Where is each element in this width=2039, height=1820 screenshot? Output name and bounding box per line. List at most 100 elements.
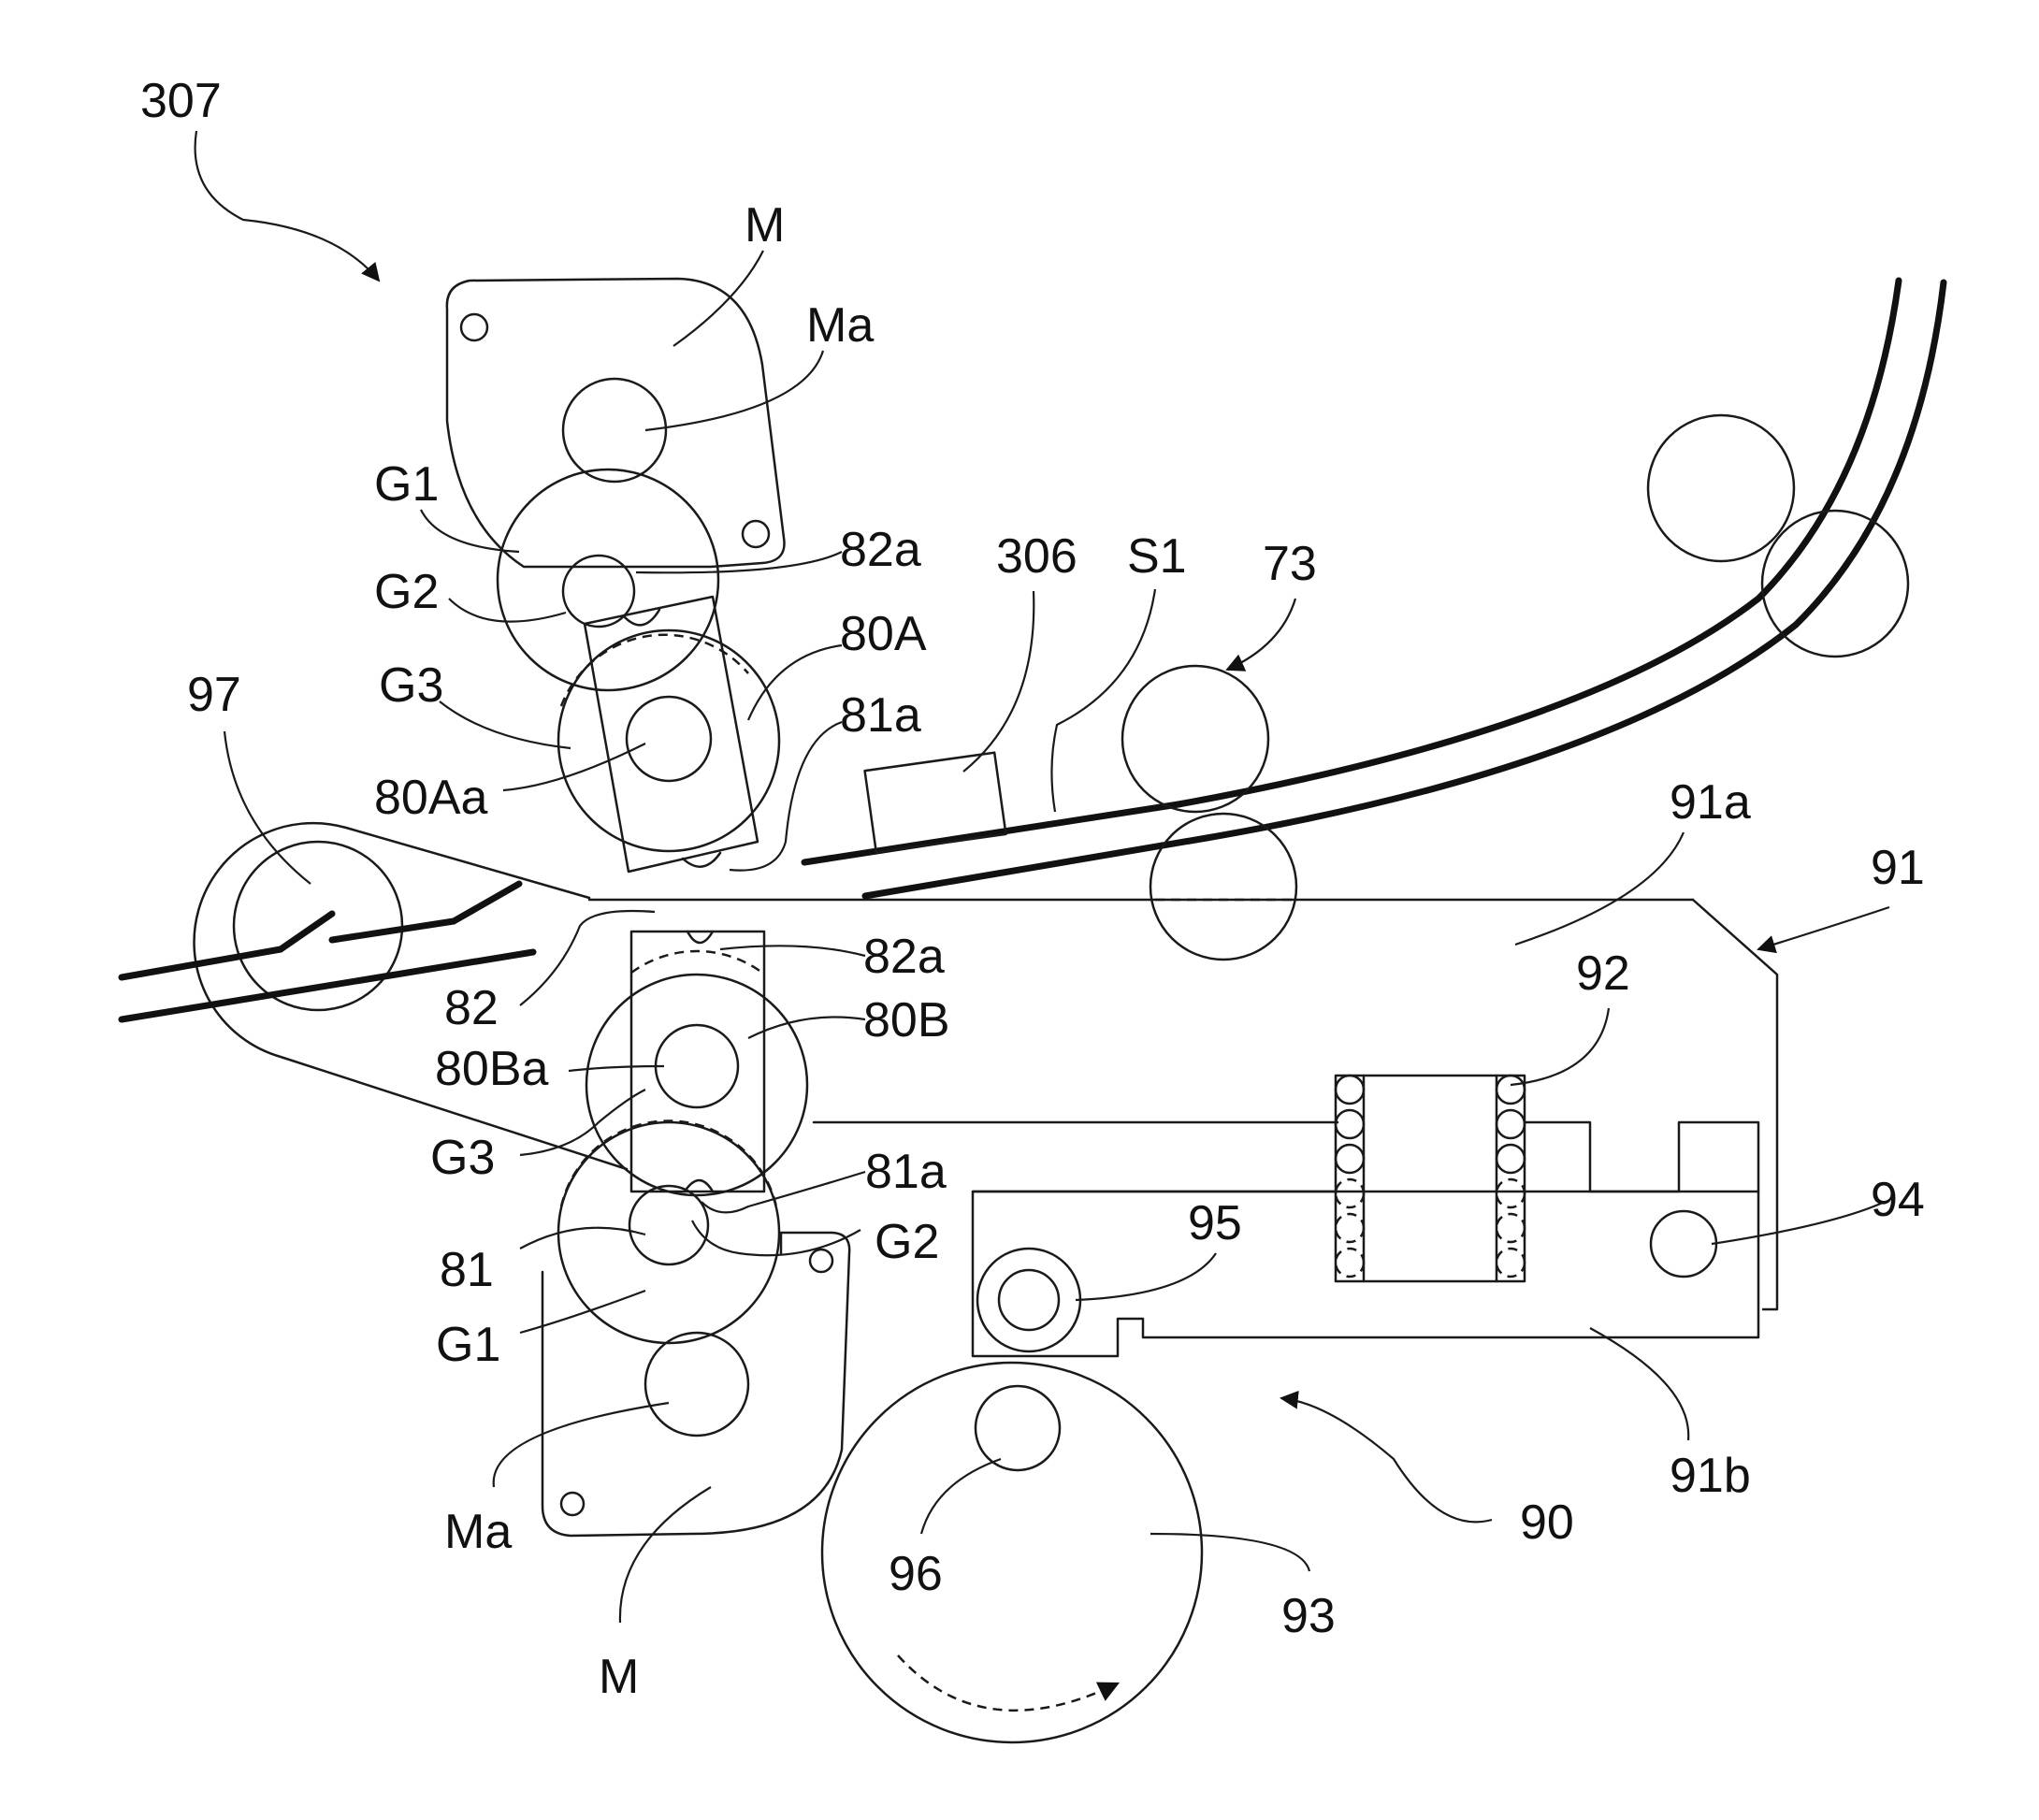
label-80aa: 80Aa	[374, 771, 488, 825]
leader-73	[1227, 599, 1295, 670]
upper-motor-unit	[447, 279, 785, 872]
leader-s1	[1051, 589, 1155, 812]
label-m-bot: M	[599, 1650, 639, 1704]
inlet-guide-top-tip	[281, 914, 332, 949]
label-g3-bot: G3	[430, 1131, 495, 1185]
spring-coil	[1497, 1179, 1525, 1207]
spring-coil	[1497, 1145, 1525, 1173]
leader-306	[963, 591, 1034, 772]
label-82a-bot: 82a	[863, 930, 945, 984]
lower-gear-g3	[586, 975, 807, 1195]
label-96: 96	[889, 1547, 943, 1601]
upper-motor-screw-hole	[461, 314, 487, 340]
label-95: 95	[1188, 1196, 1242, 1250]
upper-motor-screw-hole	[743, 521, 769, 547]
label-73: 73	[1263, 537, 1317, 591]
cam-93	[822, 1363, 1202, 1742]
label-m-top: M	[745, 198, 785, 253]
label-81a-bot: 81a	[865, 1145, 947, 1199]
leader-81	[520, 1228, 645, 1249]
label-91b: 91b	[1670, 1449, 1751, 1503]
label-82a-top: 82a	[840, 523, 921, 577]
lower-gear-g1-hidden-edge	[561, 1120, 776, 1206]
lower-holder-notch-81a	[685, 1180, 713, 1192]
spring-coil	[1497, 1110, 1525, 1138]
leader-80aa	[503, 744, 645, 790]
spring-coil	[1336, 1145, 1364, 1173]
leader-82a-top	[636, 552, 842, 572]
label-s1: S1	[1127, 529, 1187, 584]
leader-g1-top	[421, 510, 519, 552]
curved-path-inner	[1207, 282, 1944, 838]
label-g2-top: G2	[374, 565, 439, 619]
leader-95	[1076, 1253, 1216, 1300]
label-80b: 80B	[863, 993, 950, 1047]
label-g2-bot: G2	[875, 1215, 939, 1269]
label-g1-top: G1	[374, 457, 439, 512]
lower-motor-plate	[542, 1233, 849, 1536]
label-81: 81	[440, 1243, 494, 1297]
leader-82	[520, 911, 655, 1005]
leader-90	[1281, 1398, 1492, 1522]
leader-g1-bot	[520, 1291, 645, 1333]
leader-g3-top	[440, 701, 571, 748]
lower-motor-screw-hole	[810, 1249, 832, 1272]
leader-ma-top	[645, 351, 823, 430]
label-90: 90	[1520, 1495, 1574, 1550]
leader-91	[1758, 907, 1889, 949]
leader-307	[195, 131, 379, 281]
label-93: 93	[1281, 1589, 1336, 1643]
label-92: 92	[1576, 946, 1630, 1001]
lever-arm-91a	[1693, 900, 1777, 1309]
leader-g2-bot	[692, 1221, 860, 1255]
lever-arm-91-body	[814, 1122, 1758, 1356]
spring-coil	[1336, 1076, 1364, 1104]
upper-motor-plate	[447, 279, 785, 567]
spring-coil	[1336, 1249, 1364, 1277]
lower-holder-notch-82a	[687, 932, 713, 943]
leader-g2-top	[449, 599, 566, 622]
follower-95-outer	[977, 1249, 1080, 1351]
lower-motor-unit	[542, 932, 849, 1536]
label-94: 94	[1871, 1173, 1925, 1227]
leader-lines	[195, 131, 1889, 1623]
reference-labels: 307 M Ma G1 G2 G3 82a 80A 81a 80Aa 97 30…	[140, 74, 1925, 1704]
leader-92	[1511, 1008, 1609, 1085]
leader-97	[224, 731, 311, 884]
label-91: 91	[1871, 841, 1925, 895]
leader-80b	[748, 1018, 865, 1039]
inlet-guide-top	[122, 949, 281, 977]
follower-95-inner	[999, 1270, 1059, 1330]
leader-94	[1712, 1202, 1885, 1244]
pivot-94	[1651, 1211, 1716, 1277]
spring-coil	[1497, 1076, 1525, 1104]
label-80a: 80A	[840, 607, 927, 661]
leader-96	[921, 1459, 1001, 1534]
label-g3-top: G3	[379, 658, 443, 713]
cam-shaft-96	[976, 1386, 1060, 1470]
label-80ba: 80Ba	[435, 1042, 549, 1096]
inlet-guide-mid	[332, 921, 454, 940]
leader-91a	[1515, 832, 1684, 945]
label-306: 306	[996, 529, 1077, 584]
cam-rotation-arrow	[898, 1655, 1118, 1711]
label-82: 82	[444, 981, 499, 1035]
leader-g3-bot	[520, 1090, 645, 1155]
upper-gear-g1	[498, 469, 718, 690]
spring-coil	[1336, 1110, 1364, 1138]
leader-m-top	[673, 251, 763, 346]
exit-roller-upper	[1648, 415, 1794, 561]
leader-93	[1150, 1534, 1309, 1571]
spring-coil	[1497, 1214, 1525, 1242]
leader-80ba	[569, 1066, 664, 1071]
lower-gear-g2	[629, 1186, 708, 1264]
sensor-306	[865, 753, 1006, 853]
lower-holder-shaft-80ba	[656, 1025, 738, 1107]
leader-ma-bot	[494, 1403, 669, 1487]
lower-motor-shaft-ma	[645, 1333, 748, 1436]
lower-gear-g3-hidden-edge	[631, 951, 762, 973]
spring-coil	[1336, 1214, 1364, 1242]
roller-73-upper	[1122, 666, 1268, 812]
label-ma-bot: Ma	[444, 1505, 512, 1559]
